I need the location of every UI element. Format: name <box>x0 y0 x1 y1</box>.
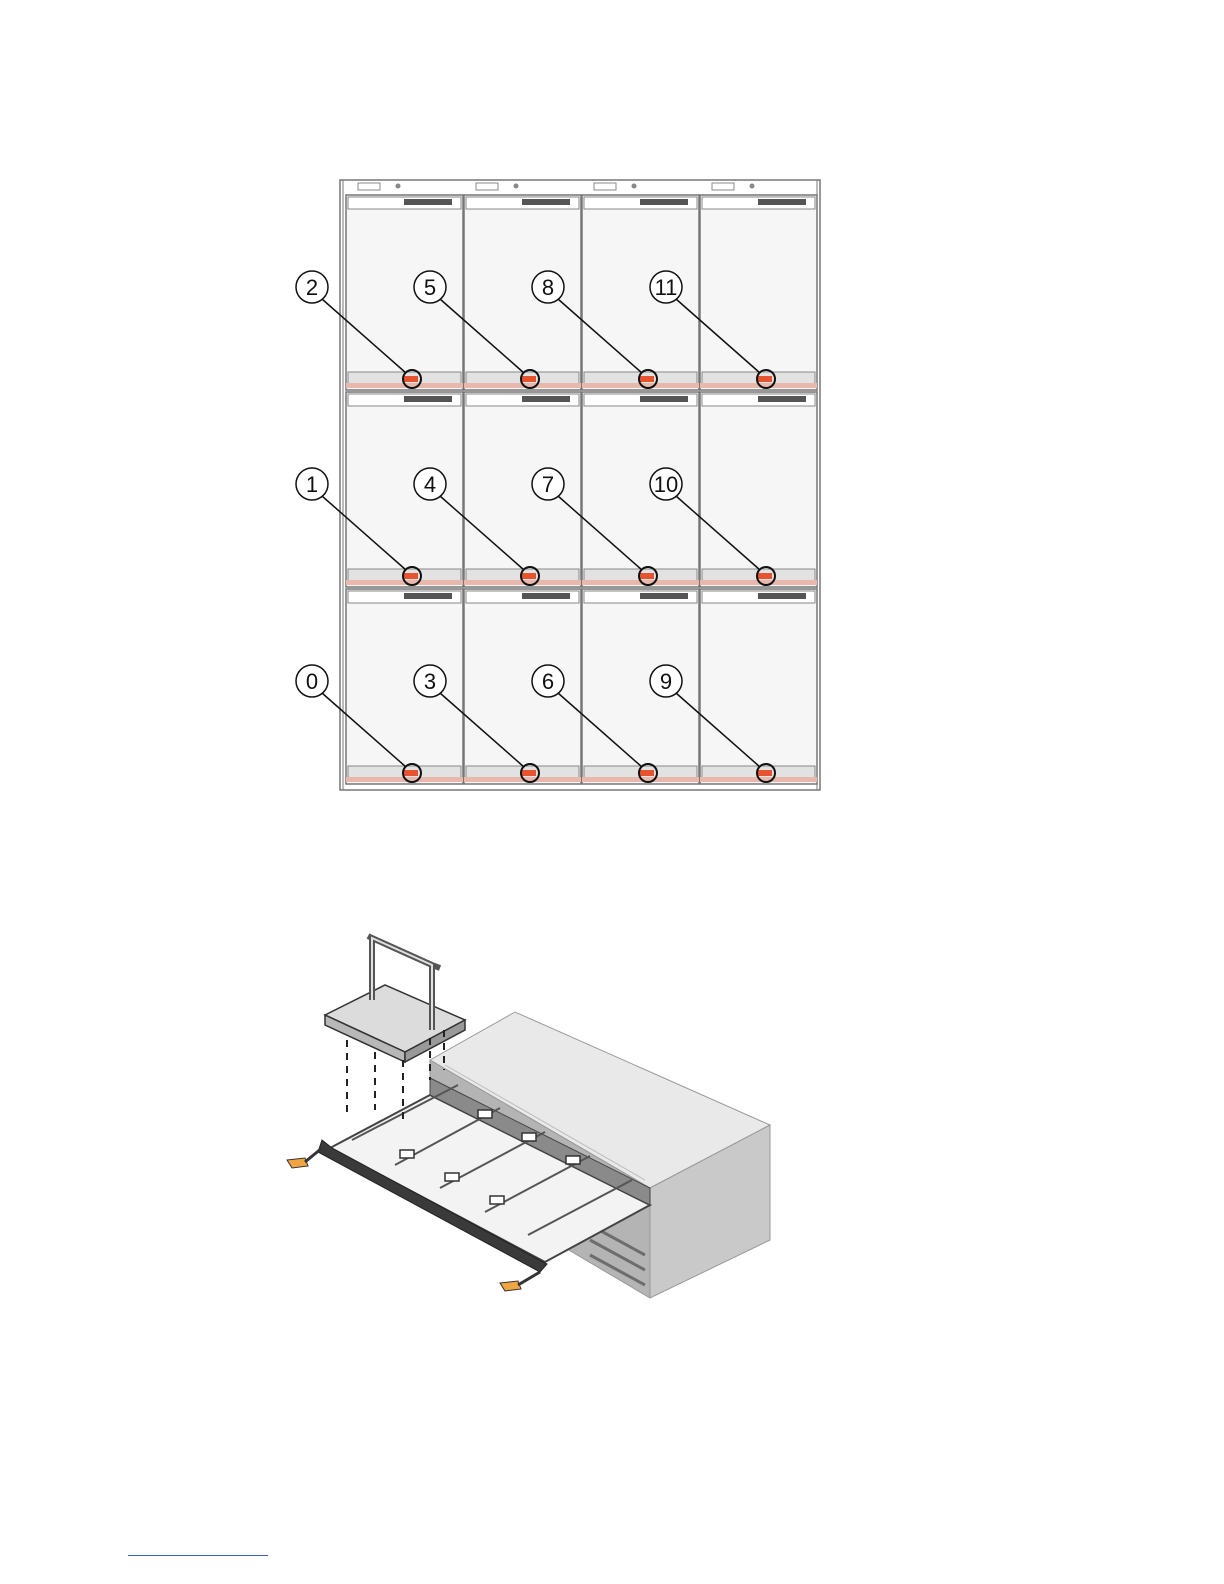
drawer-latch-left <box>287 1158 308 1168</box>
drawer-latch-right <box>500 1281 521 1291</box>
footer-divider <box>128 1555 268 1556</box>
